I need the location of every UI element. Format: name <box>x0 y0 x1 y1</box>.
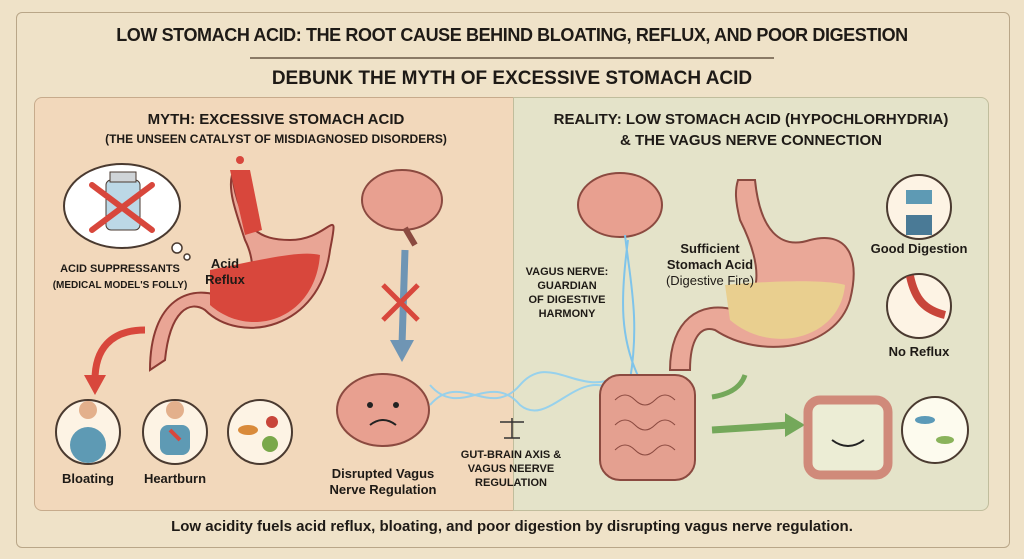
vagus-nerve-icon <box>622 234 641 381</box>
good-digestion-label: Good Digestion <box>870 241 968 256</box>
no-reflux-label: No Reflux <box>888 344 950 359</box>
green-arrow-icon <box>711 421 791 434</box>
red-arrow-icon <box>91 326 146 381</box>
vagus-brain-icon <box>577 172 663 238</box>
page-title: LOW STOMACH ACID: THE ROOT CAUSE BEHIND … <box>116 25 908 45</box>
page-subtitle: DEBUNK THE MYTH OF EXCESSIVE STOMACH ACI… <box>271 68 753 89</box>
brain-icon <box>361 169 443 247</box>
myth-heading: MYTH: EXCESSIVE STOMACH ACID <box>147 111 405 128</box>
caption: Low acidity fuels acid reflux, bloating,… <box>171 518 853 535</box>
bacteria-icon <box>227 399 293 465</box>
acid-reflux-stomach-icon <box>148 156 335 372</box>
sad-brain-icon <box>336 373 430 447</box>
bloating-icon <box>55 399 121 465</box>
heartburn-label: Heartburn <box>143 471 207 486</box>
scale-icon <box>500 418 524 439</box>
myth-subheading: (THE UNSEEN CATALYST OF MISDIAGNOSED DIS… <box>105 132 447 146</box>
divider <box>250 57 774 59</box>
happy-colon-icon <box>803 395 893 480</box>
reality-subheading: & THE VAGUS NERVE CONNECTION <box>620 132 882 149</box>
intestines-icon <box>599 374 696 481</box>
poster-frame <box>16 12 1010 548</box>
acid-suppressant-cloud-icon <box>63 163 191 261</box>
heartburn-icon <box>142 399 208 465</box>
bloating-label: Bloating <box>62 471 114 486</box>
no-reflux-icon <box>886 273 952 339</box>
good-digestion-icon <box>886 174 952 240</box>
acid-suppressants-label: ACID SUPPRESSANTS <box>60 263 180 275</box>
microbiome-icon <box>901 396 969 464</box>
dna-helix-icon <box>429 371 621 412</box>
reality-heading: REALITY: LOW STOMACH ACID (HYPOCHLORHYDR… <box>553 111 949 128</box>
acid-suppressants-note: (MEDICAL MODEL'S FOLLY) <box>52 280 188 291</box>
healthy-stomach-icon <box>668 179 855 371</box>
